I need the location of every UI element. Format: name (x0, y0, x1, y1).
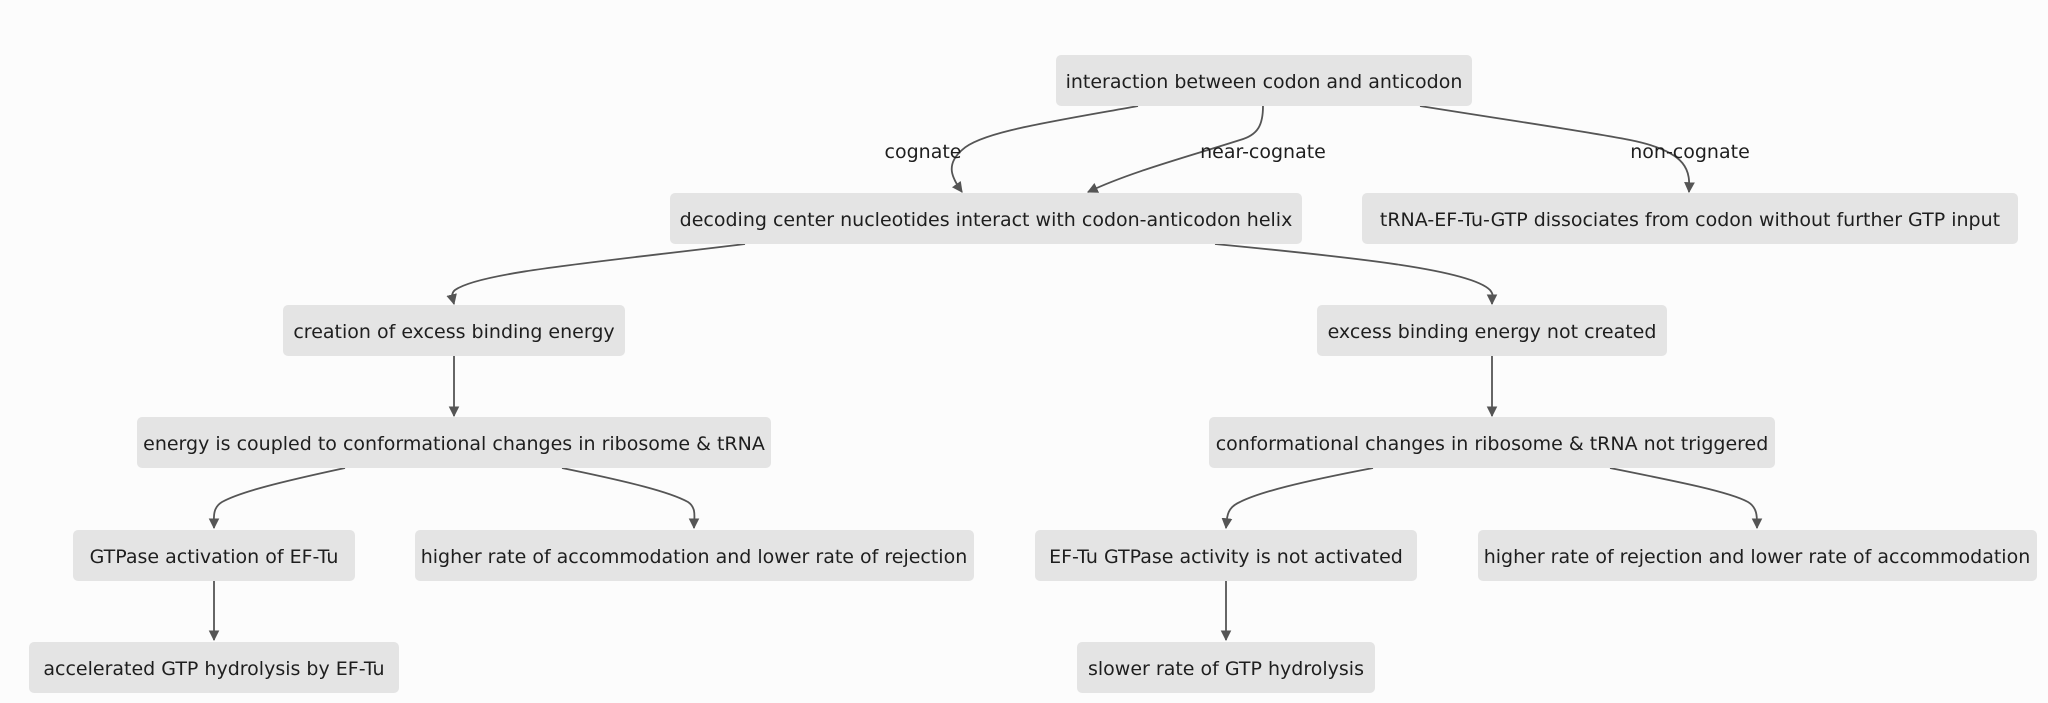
edge-label-non-cognate: non-cognate (1630, 141, 1750, 163)
node-label: GTPase activation of EF-Tu (90, 546, 339, 568)
node-label: decoding center nucleotides interact wit… (680, 209, 1293, 231)
node-energy-coupled: energy is coupled to conformational chan… (137, 417, 771, 468)
edge-label-near-cognate: near-cognate (1200, 141, 1326, 163)
node-label: tRNA-EF-Tu-GTP dissociates from codon wi… (1380, 209, 2000, 231)
node-label: excess binding energy not created (1328, 321, 1657, 343)
node-codon-anticodon-interaction: interaction between codon and anticodon (1056, 55, 1472, 106)
edge-n6-n9 (561, 467, 700, 530)
edge-label-cognate: cognate (885, 141, 962, 163)
node-label: higher rate of rejection and lower rate … (1484, 546, 2031, 568)
node-label: slower rate of GTP hydrolysis (1088, 658, 1364, 680)
node-slower-gtp-hydrolysis: slower rate of GTP hydrolysis (1077, 642, 1375, 693)
node-accelerated-gtp-hydrolysis: accelerated GTP hydrolysis by EF-Tu (29, 642, 399, 693)
edge-n1-n3-non-cognate (1419, 105, 1695, 194)
edge-n1-n2-near-cognate (1087, 105, 1264, 193)
node-higher-rejection: higher rate of rejection and lower rate … (1478, 530, 2037, 581)
node-label: higher rate of accommodation and lower r… (421, 546, 968, 568)
node-label: energy is coupled to conformational chan… (143, 433, 765, 455)
node-label: conformational changes in ribosome & tRN… (1216, 433, 1769, 455)
edge-n1-n2-cognate (950, 105, 1139, 193)
node-gtpase-activation: GTPase activation of EF-Tu (73, 530, 355, 581)
node-label: interaction between codon and anticodon (1066, 71, 1463, 93)
node-label: accelerated GTP hydrolysis by EF-Tu (43, 658, 384, 680)
edge-n6-n8 (208, 467, 346, 530)
node-label: EF-Tu GTPase activity is not activated (1049, 546, 1403, 568)
node-label: creation of excess binding energy (293, 321, 614, 343)
node-no-excess-binding-energy: excess binding energy not created (1317, 305, 1667, 356)
edge-n7-n10 (1221, 467, 1374, 530)
node-tRNA-dissociates: tRNA-EF-Tu-GTP dissociates from codon wi… (1362, 193, 2018, 244)
node-conformational-not-triggered: conformational changes in ribosome & tRN… (1209, 417, 1775, 468)
edge-n2-n5 (1214, 243, 1498, 306)
edge-n2-n4 (446, 243, 746, 306)
node-higher-accommodation: higher rate of accommodation and lower r… (415, 530, 974, 581)
node-decoding-center: decoding center nucleotides interact wit… (670, 193, 1302, 244)
node-excess-binding-energy: creation of excess binding energy (283, 305, 625, 356)
node-gtpase-not-activated: EF-Tu GTPase activity is not activated (1035, 530, 1417, 581)
edge-n7-n11 (1609, 467, 1763, 530)
